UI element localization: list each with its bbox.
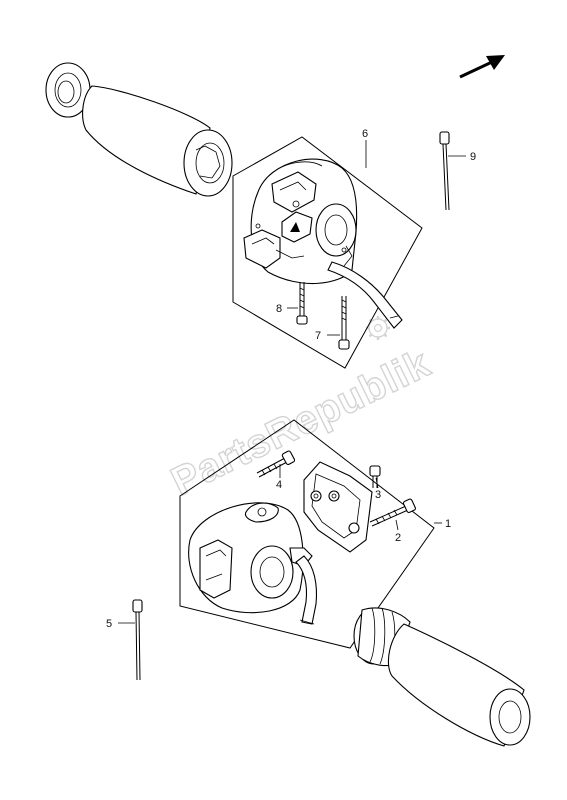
cable-tie-9 bbox=[439, 131, 450, 211]
screw-4 bbox=[256, 450, 296, 478]
callout-9: 9 bbox=[470, 151, 476, 163]
callout-5: 5 bbox=[106, 618, 112, 630]
switch-assembly-frame-right bbox=[179, 419, 435, 649]
right-handlebar-switch bbox=[188, 502, 318, 625]
screw-8 bbox=[296, 282, 308, 325]
left-handlebar-switch bbox=[243, 158, 403, 329]
screw-2 bbox=[369, 498, 416, 527]
callout-labels: 6 9 8 7 4 3 2 1 5 bbox=[106, 128, 476, 630]
watermark-text: PartsRepublik bbox=[165, 341, 438, 504]
direction-arrow-icon bbox=[459, 55, 505, 79]
switch-housing-plate bbox=[303, 461, 373, 553]
callout-3: 3 bbox=[375, 489, 381, 501]
callout-6: 6 bbox=[362, 128, 368, 140]
watermark: PartsRepublik bbox=[164, 340, 438, 505]
screw-3 bbox=[369, 465, 381, 488]
cable-tie-5 bbox=[132, 599, 143, 681]
screw-7 bbox=[338, 296, 350, 350]
callout-7: 7 bbox=[315, 330, 321, 342]
callout-2: 2 bbox=[395, 532, 401, 544]
callout-8: 8 bbox=[276, 303, 282, 315]
left-grip bbox=[45, 62, 233, 197]
callout-4: 4 bbox=[276, 479, 282, 491]
callout-1: 1 bbox=[445, 518, 451, 530]
leader-lines bbox=[118, 140, 466, 624]
gear-icon bbox=[366, 316, 390, 340]
right-throttle-grip bbox=[353, 607, 531, 747]
